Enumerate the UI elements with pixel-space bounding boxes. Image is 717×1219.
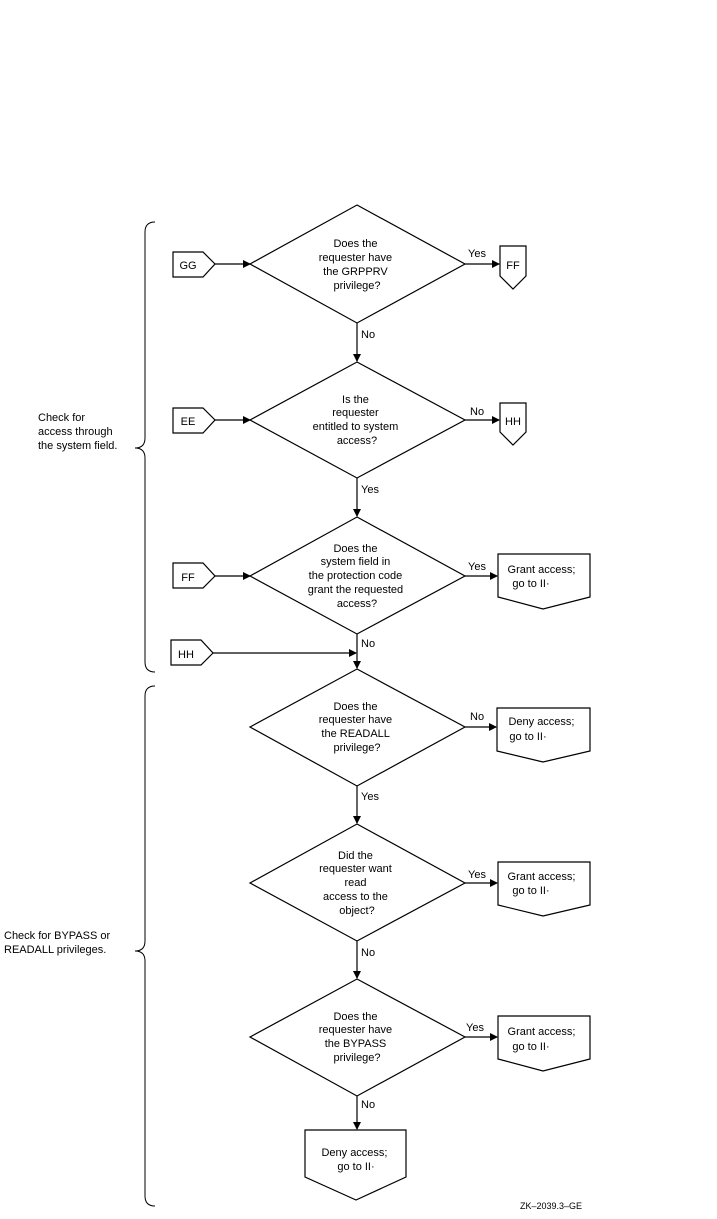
decision-grpprv [248, 204, 467, 324]
connector-ff-out [499, 245, 527, 290]
connector-gg-in-label: GG [179, 260, 196, 272]
label-d5-yes: Yes [468, 869, 486, 881]
connector-ee-in-label: EE [181, 416, 196, 428]
connector-gg-in [172, 251, 216, 278]
connector-hh-out-label: HH [505, 416, 521, 428]
decision-grpprv-text: Does the requester have the GRPPRV privi… [319, 238, 395, 292]
outcome-grant-system-field-text: Grant access; go to II· [508, 564, 579, 590]
outcome-deny-final [304, 1129, 407, 1201]
outcome-grant-read [497, 861, 591, 917]
label-d1-yes: Yes [468, 248, 486, 260]
label-d1-no: No [361, 329, 375, 341]
label-d4-no: No [470, 711, 484, 723]
connector-ee-in [172, 407, 216, 434]
decision-system-field-text: Does the system field in the protection … [308, 543, 406, 610]
decision-system-access [248, 361, 467, 479]
label-d3-no: No [361, 638, 375, 650]
label-d6-yes: Yes [466, 1022, 484, 1034]
connector-ff-out-label: FF [506, 260, 520, 272]
outcome-grant-bypass [497, 1015, 591, 1072]
side-note-privileges: Check for BYPASS or READALL privileges. [4, 930, 113, 956]
connector-hh-in-label: HH [178, 649, 194, 661]
outcome-deny-readall [496, 707, 591, 763]
outcome-grant-system-field [497, 553, 591, 610]
outcome-deny-readall-text: Deny access; go to II· [508, 716, 577, 743]
label-d3-yes: Yes [468, 561, 486, 573]
outcome-deny-final-text: Deny access; go to II· [321, 1147, 390, 1173]
connector-hh-in [170, 639, 214, 666]
decision-read-access-text: Did the requester want read access to th… [319, 850, 395, 917]
outcome-grant-read-text: Grant access; go to II· [508, 871, 579, 897]
label-d2-no: No [470, 406, 484, 418]
label-d4-yes: Yes [361, 791, 379, 803]
label-d2-yes: Yes [361, 484, 379, 496]
outcome-grant-bypass-text: Grant access; go to II· [508, 1026, 579, 1053]
side-note-system-field: Check for access through the system fiel… [38, 412, 117, 452]
figure-id: ZK–2039.3–GE [520, 1201, 582, 1211]
label-d6-no: No [361, 1099, 375, 1111]
brace-system-field [134, 221, 156, 673]
label-d5-no: No [361, 947, 375, 959]
decision-readall-text: Does the requester have the READALL priv… [319, 701, 395, 754]
connector-ff-in-label: FF [181, 572, 195, 584]
decision-bypass-text: Does the requester have the BYPASS privi… [319, 1011, 395, 1064]
connector-hh-out [499, 402, 527, 446]
brace-privileges [134, 685, 156, 1207]
connector-ff-in [172, 562, 216, 589]
decision-system-access-text: Is the requester entitled to system acce… [313, 394, 402, 447]
